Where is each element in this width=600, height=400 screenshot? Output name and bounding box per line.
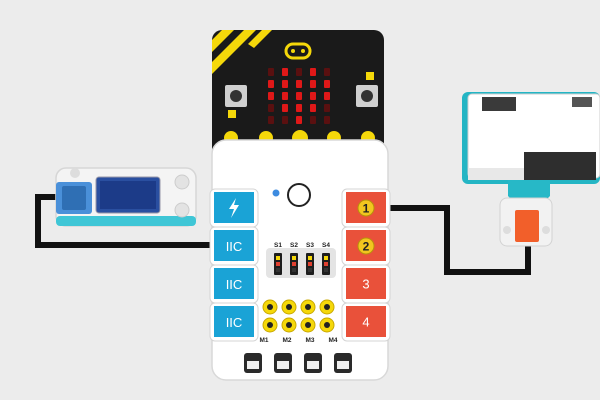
- servo-label-4: S4: [322, 242, 330, 249]
- led-4-4: [324, 116, 330, 124]
- port-label-port-1: 1: [363, 202, 370, 216]
- led-0-2: [296, 68, 302, 76]
- motor-label-4: M4: [328, 337, 337, 344]
- port-label-port-3: 3: [362, 277, 369, 292]
- led-3-4: [324, 104, 330, 112]
- port-label-port-2: 2: [363, 240, 370, 254]
- led-0-0: [268, 68, 274, 76]
- motor-label-1: M1: [259, 337, 268, 344]
- port-port-3[interactable]: [346, 268, 386, 299]
- port-label-iic-1: IIC: [226, 239, 243, 254]
- led-1-2: [296, 80, 302, 88]
- led-3-0: [268, 104, 274, 112]
- motor-label-2: M2: [282, 337, 291, 344]
- led-1-4: [324, 80, 330, 88]
- servo-label-1: S1: [274, 242, 282, 249]
- expansion-board: S1 S2 S3 S4 M1 M2 M3 M4 IIC IIC IIC 1 2 3 4: [209, 139, 391, 381]
- oled-module: [55, 167, 197, 227]
- led-4-0: [268, 116, 274, 124]
- port-number-badge-1: [357, 199, 375, 217]
- wires: [35, 194, 531, 275]
- led-3-1: [282, 104, 288, 112]
- led-2-4: [324, 92, 330, 100]
- port-label-iic-3: IIC: [226, 315, 243, 330]
- port-iic-2[interactable]: [214, 268, 254, 299]
- servo-headers: [274, 253, 330, 275]
- motor-label-3: M3: [305, 337, 314, 344]
- led-4-3: [310, 116, 316, 124]
- bottom-connectors: [244, 353, 352, 373]
- port-iic-3[interactable]: [214, 306, 254, 337]
- status-led: [272, 189, 280, 197]
- port-label-iic-2: IIC: [226, 277, 243, 292]
- motor-labels: M1 M2 M3 M4: [259, 337, 337, 344]
- led-2-2: [296, 92, 302, 100]
- left-ports: IIC IIC IIC: [209, 188, 259, 342]
- led-4-1: [282, 116, 288, 124]
- microbit-logo-icon: [284, 42, 312, 60]
- port-iic-1[interactable]: [214, 230, 254, 261]
- led-1-3: [310, 80, 316, 88]
- port-port-4[interactable]: [346, 306, 386, 337]
- motor-terminals: [262, 299, 335, 333]
- led-0-3: [310, 68, 316, 76]
- sensor-module: [462, 92, 600, 247]
- servo-label-3: S3: [306, 242, 314, 249]
- servo-labels: S1 S2 S3 S4: [274, 242, 330, 249]
- servo-label-2: S2: [290, 242, 298, 249]
- led-matrix: [268, 68, 330, 124]
- port-number-badge-2: [357, 237, 375, 255]
- led-3-2: [296, 104, 302, 112]
- wire-oled-to-iic: [35, 194, 212, 248]
- led-2-1: [282, 92, 288, 100]
- led-1-0: [268, 80, 274, 88]
- reset-button[interactable]: [287, 183, 311, 207]
- led-3-3: [310, 104, 316, 112]
- lightning-icon: [229, 198, 239, 218]
- led-1-1: [282, 80, 288, 88]
- wire-sensor-to-port1: [386, 205, 531, 275]
- led-2-0: [268, 92, 274, 100]
- led-0-1: [282, 68, 288, 76]
- led-0-4: [324, 68, 330, 76]
- right-ports: 1 2 3 4: [341, 188, 391, 342]
- port-label-port-4: 4: [362, 315, 369, 330]
- led-2-3: [310, 92, 316, 100]
- led-4-2: [296, 116, 302, 124]
